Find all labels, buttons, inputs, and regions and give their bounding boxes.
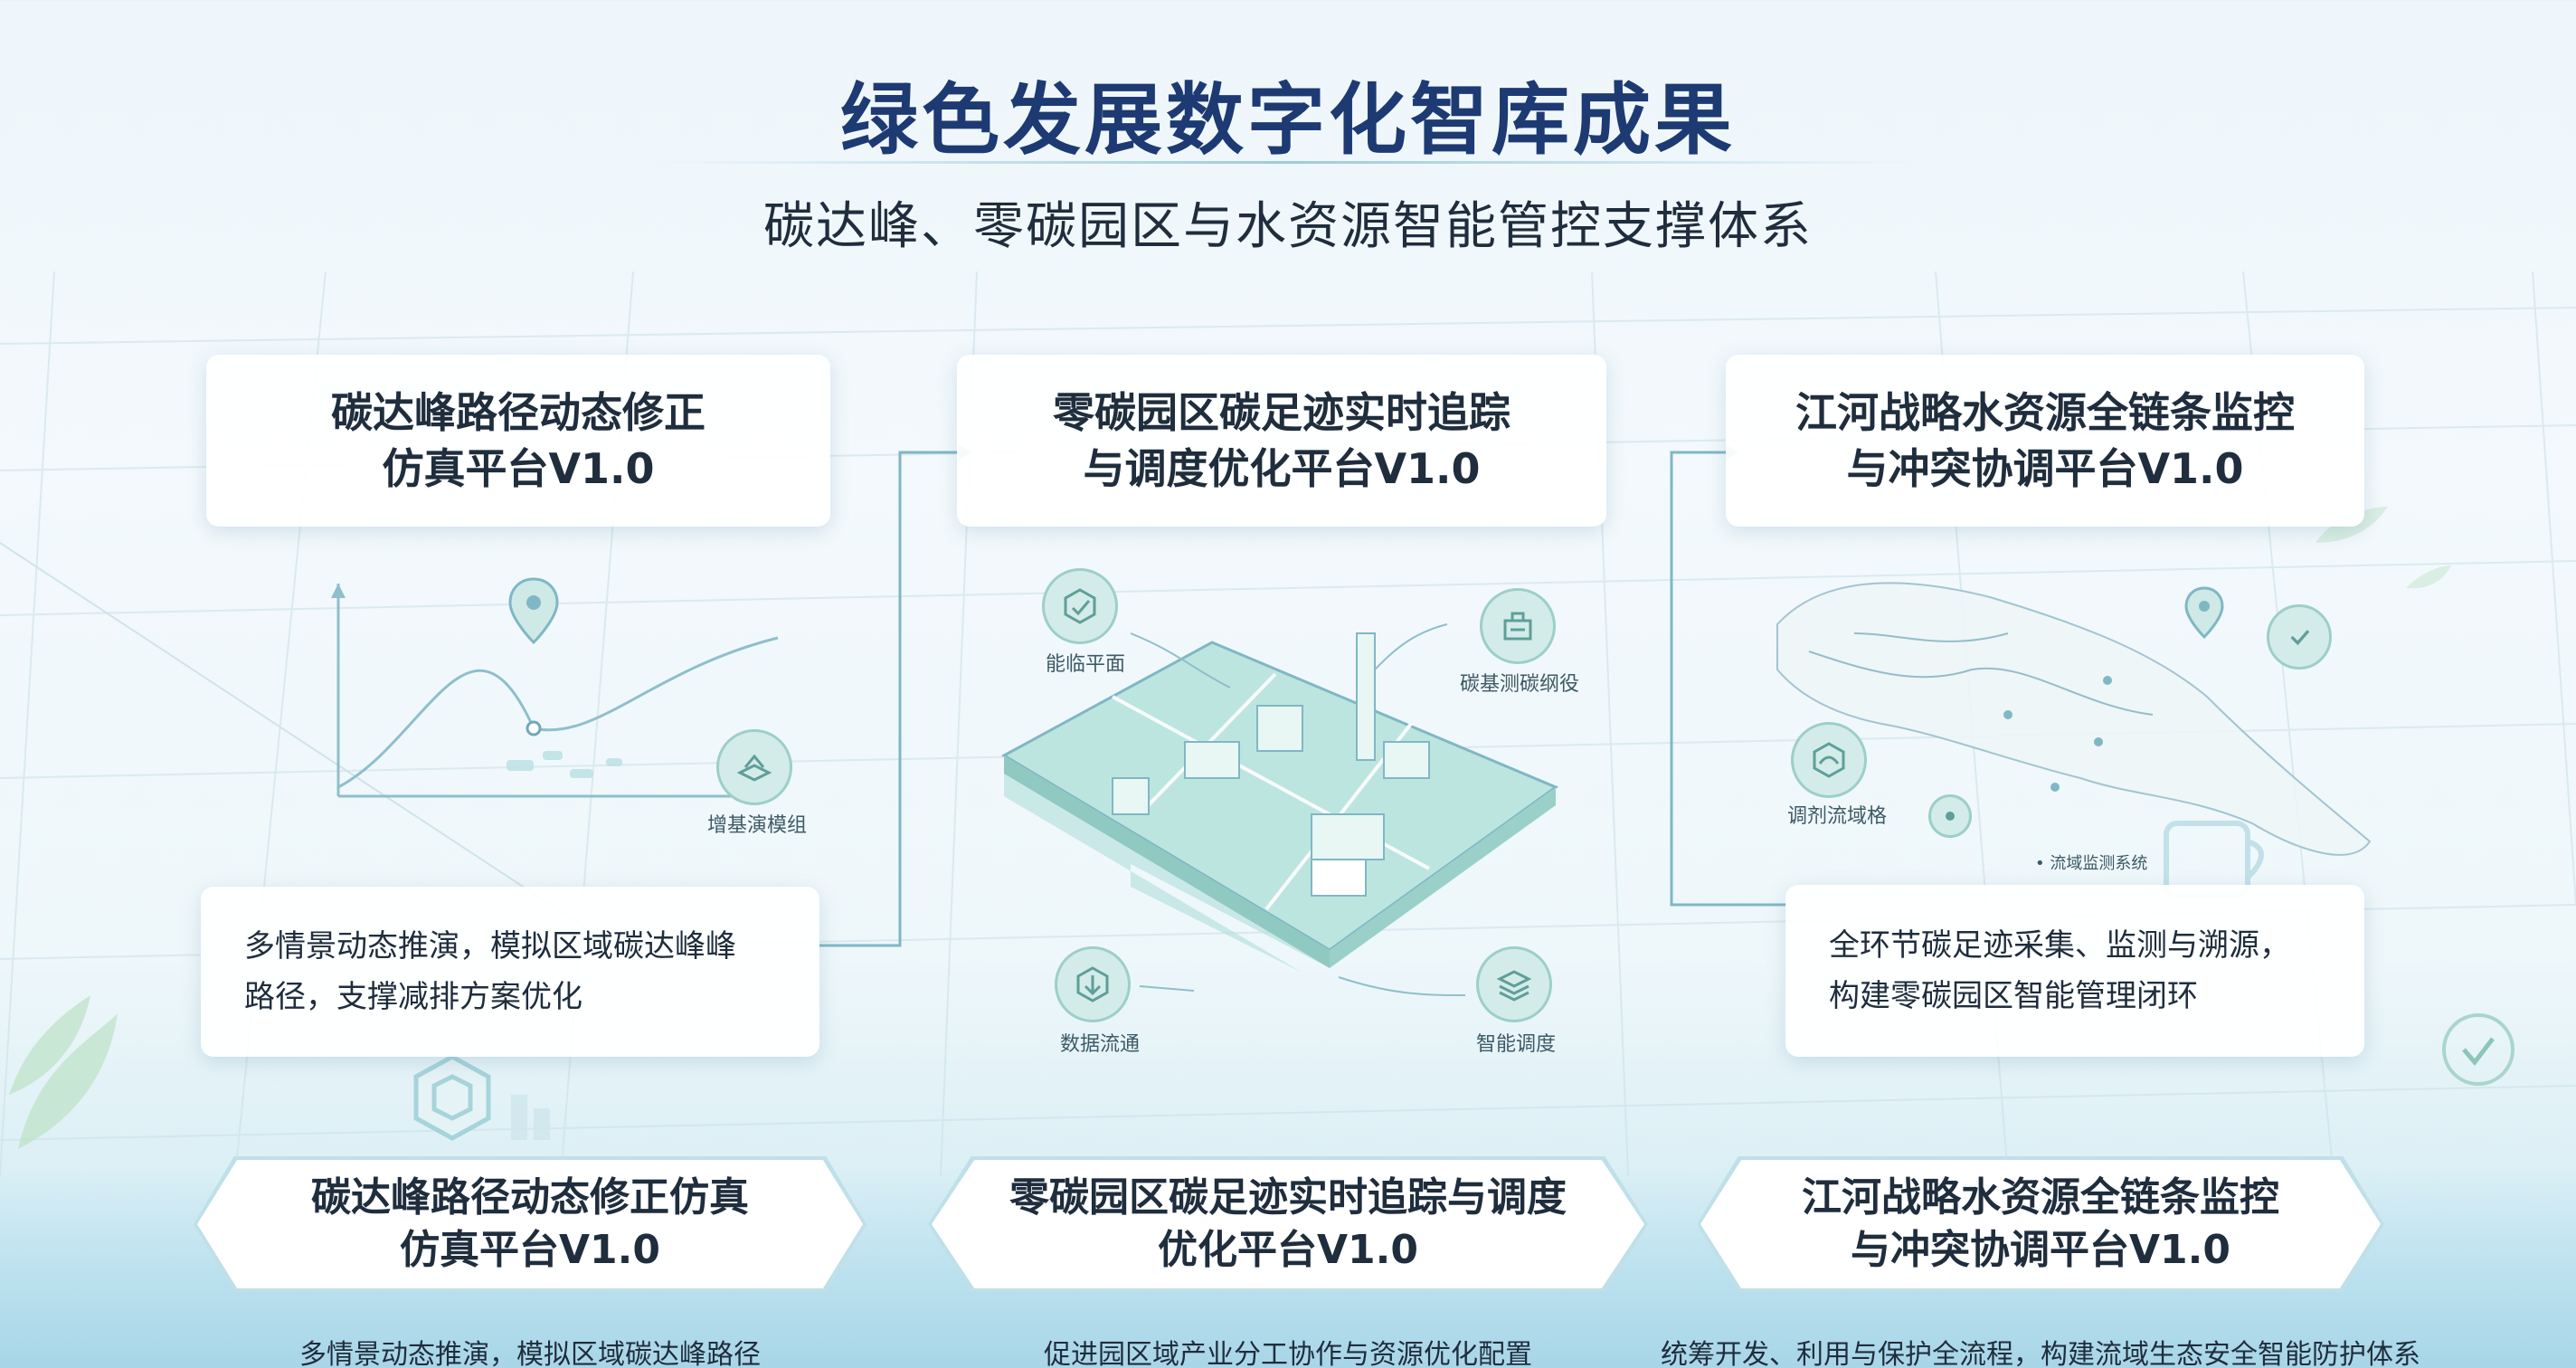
map-pin-icon <box>508 577 559 645</box>
title-divider <box>655 161 1921 164</box>
energy-platform-icon-label: 能临平面 <box>1046 653 1126 676</box>
watershed-system-label: • 流域监测系统 <box>2035 854 2148 873</box>
smart-dispatch-icon-label: 智能调度 <box>1476 1033 1557 1056</box>
bottom-card-carbon-peak-line1: 碳达峰路径动态修正仿真 <box>311 1174 749 1221</box>
simulation-icon <box>716 729 792 805</box>
top-card-carbon-peak-line1: 碳达峰路径动态修正 <box>331 388 706 437</box>
bottom-card-carbon-peak-line2: 仿真平台V1.0 <box>400 1227 660 1273</box>
carbon-monitor-icon <box>1480 588 1556 664</box>
desc-card-zero-carbon-line1: 全环节碳足迹采集、监测与溯源， <box>1829 927 2290 964</box>
bottom-card-water-line1: 江河战略水资源全链条监控 <box>1802 1174 2279 1221</box>
bottom-caption-carbon-peak: 多情景动态推演，模拟区域碳达峰路径 <box>299 1339 761 1368</box>
carbon-monitor-icon-label: 碳基测碳纲役 <box>1460 673 1580 696</box>
bottom-card-water[interactable]: 江河战略水资源全链条监控 与冲突协调平台V1.0 <box>1697 1156 2384 1292</box>
top-card-water-resources-line1: 江河战略水资源全链条监控 <box>1795 388 2295 437</box>
top-card-carbon-peak-line2: 仿真平台V1.0 <box>382 444 655 493</box>
location-icon <box>1928 794 1972 838</box>
bottom-caption-water: 统筹开发、利用与保护全流程，构建流域生态安全智能防护体系 <box>1661 1339 2420 1368</box>
top-card-zero-carbon-park-line1: 零碳园区碳足迹实时追踪 <box>1053 388 1511 437</box>
desc-card-carbon-peak: 多情景动态推演，模拟区域碳达峰峰 路径，支撑减排方案优化 <box>201 887 819 1057</box>
simulation-icon-label: 增基演模组 <box>707 814 808 837</box>
smart-dispatch-icon <box>1476 946 1552 1022</box>
watershed-icon-label: 调剂流域格 <box>1787 805 1888 828</box>
top-card-zero-carbon-park[interactable]: 零碳园区碳足迹实时追踪 与调度优化平台V1.0 <box>957 355 1606 527</box>
watershed-icon <box>1791 722 1867 798</box>
energy-platform-icon <box>1042 568 1118 644</box>
top-card-water-resources-line2: 与冲突协调平台V1.0 <box>1846 444 2244 493</box>
top-card-zero-carbon-park-line2: 与调度优化平台V1.0 <box>1083 444 1481 493</box>
top-card-water-resources[interactable]: 江河战略水资源全链条监控 与冲突协调平台V1.0 <box>1726 355 2364 527</box>
desc-card-zero-carbon: 全环节碳足迹采集、监测与溯源， 构建零碳园区智能管理闭环 <box>1785 885 2364 1057</box>
desc-card-carbon-peak-line1: 多情景动态推演，模拟区域碳达峰峰 <box>244 928 736 964</box>
bottom-card-zero-carbon-line2: 优化平台V1.0 <box>1158 1227 1418 1273</box>
bottom-card-carbon-peak[interactable]: 碳达峰路径动态修正仿真 仿真平台V1.0 <box>194 1156 867 1292</box>
map-pin-icon-right <box>2184 586 2224 640</box>
bottom-card-zero-carbon-line1: 零碳园区碳足迹实时追踪与调度 <box>1009 1174 1567 1221</box>
desc-card-carbon-peak-line2: 路径，支撑减排方案优化 <box>244 979 582 1015</box>
check-shield-icon <box>2267 604 2332 670</box>
bottom-card-water-line2: 与冲突协调平台V1.0 <box>1851 1227 2230 1273</box>
bottom-caption-zero-carbon: 促进园区域产业分工协作与资源优化配置 <box>1044 1339 1532 1368</box>
top-card-carbon-peak[interactable]: 碳达峰路径动态修正 仿真平台V1.0 <box>206 355 830 527</box>
page-title: 绿色发展数字化智库成果 <box>840 75 1736 166</box>
page-subtitle: 碳达峰、零碳园区与水资源智能管控支撑体系 <box>763 197 1813 256</box>
data-flow-icon <box>1055 946 1131 1022</box>
data-flow-icon-label: 数据流通 <box>1060 1033 1141 1056</box>
bottom-card-zero-carbon[interactable]: 零碳园区碳足迹实时追踪与调度 优化平台V1.0 <box>928 1156 1648 1292</box>
desc-card-zero-carbon-line2: 构建零碳园区智能管理闭环 <box>1829 978 2198 1014</box>
